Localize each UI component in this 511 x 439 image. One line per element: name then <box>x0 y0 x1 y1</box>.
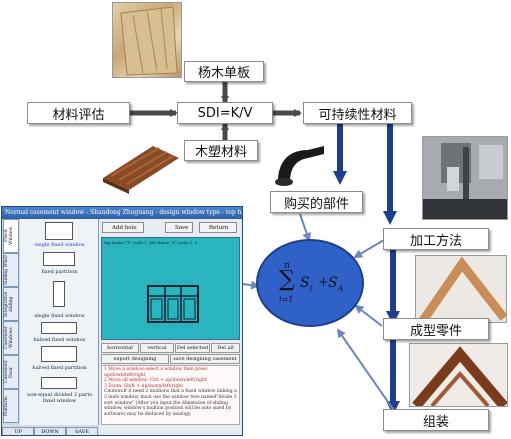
node-sdi: SDI=K/V <box>177 102 273 124</box>
veneer-photo <box>112 2 182 78</box>
save-list-button[interactable]: SAVE <box>66 427 98 435</box>
arrow-jiagong-to-ellipse <box>353 239 385 259</box>
tab-sliding[interactable]: Sliding W&D <box>3 253 19 287</box>
window-thumb[interactable] <box>41 346 77 362</box>
list-item[interactable]: single fixed window <box>34 242 85 248</box>
wpc-decking-photo <box>99 142 181 194</box>
tab-fixed-window[interactable]: Fixed Window <box>3 219 19 253</box>
sum-lower: i=1 <box>279 295 294 304</box>
tab-casement-door[interactable]: Casement Door <box>3 355 19 389</box>
arrow-chengxing-to-ellipse <box>354 304 383 327</box>
save-designing-casement-button[interactable]: save designing casement <box>170 354 240 364</box>
export-designing-casement-button[interactable]: export designing casement <box>101 354 169 371</box>
arrow-software-to-ellipse <box>242 280 260 290</box>
tab-integrative-sliding[interactable]: Integrative sliding <box>3 287 19 321</box>
formula-term-i: Si <box>300 275 313 293</box>
list-item[interactable]: non-equal divided 2 parts fixed window <box>27 392 92 404</box>
window-type-panel: Fixed Window Sliding W&D Integrative sli… <box>2 219 99 425</box>
node-goumai: 购买的部件 <box>270 191 363 213</box>
down-button[interactable]: DOWN <box>34 427 66 435</box>
window-type-list: single fixed window fixed partition sing… <box>21 219 98 425</box>
assembled-frame-photo <box>409 343 508 407</box>
window-thumb[interactable] <box>43 252 75 266</box>
machine-photo <box>422 136 508 220</box>
canvas-header: top frame "T" scale 1, left frame "T" sc… <box>104 240 197 245</box>
add-hole-button[interactable]: Add hole <box>102 222 144 233</box>
sum-upper: n <box>284 261 290 271</box>
list-item[interactable]: fixed partition <box>41 269 78 275</box>
window-design-software: Normal casement window - Shandong Zhugua… <box>1 206 243 436</box>
formed-part-photo <box>415 255 507 323</box>
node-jiagong: 加工方法 <box>383 228 489 250</box>
window-thumb[interactable] <box>41 377 77 389</box>
arrow-goumai-to-ellipse <box>299 213 311 242</box>
window-thumb[interactable] <box>53 281 65 307</box>
horizontal-zoom-button[interactable]: horizontal zoom <box>101 343 139 360</box>
list-item[interactable]: halved fixed window <box>33 337 86 343</box>
software-title: Normal casement window - Shandong Zhugua… <box>2 207 242 219</box>
formula-ellipse: n ∑ i=1 Si + SA <box>256 239 364 327</box>
design-panel: Add hole Save Return top frame "T" scale… <box>99 219 242 435</box>
window-thumb[interactable] <box>41 322 77 334</box>
node-chengxing: 成型零件 <box>383 318 489 340</box>
list-item[interactable]: single fixed window <box>34 313 85 319</box>
formula-term-a: SA <box>328 275 344 293</box>
up-button[interactable]: UP <box>2 427 34 435</box>
window-thumb[interactable] <box>45 222 73 240</box>
formula-plus: + <box>318 275 329 290</box>
instruction-text: 1 Move a window:select a window then pre… <box>101 365 240 425</box>
tab-platform[interactable]: Platform <box>3 389 19 423</box>
save-button[interactable]: Save <box>165 222 193 233</box>
node-cailiao-pinggu: 材料评估 <box>27 102 130 124</box>
tab-casement-windows[interactable]: Casement Windows <box>3 321 19 355</box>
node-zuzhuang: 组装 <box>383 409 489 431</box>
node-musu: 木塑材料 <box>184 140 258 161</box>
del-selected-button[interactable]: Del selected <box>175 343 210 353</box>
arrow-zuzhuang-to-ellipse <box>336 328 396 413</box>
vertical-zoom-button[interactable]: vertical zoom <box>140 343 174 360</box>
category-tabs: Fixed Window Sliding W&D Integrative sli… <box>2 219 20 425</box>
window-drawing <box>147 285 199 323</box>
node-yangmu: 杨木单板 <box>184 61 264 82</box>
del-all-button[interactable]: Del all <box>211 343 240 353</box>
node-kechixu: 可持续性材料 <box>303 102 412 124</box>
list-item[interactable]: halved fixed partition <box>32 365 87 371</box>
design-canvas[interactable]: top frame "T" scale 1, left frame "T" sc… <box>101 237 240 340</box>
handle-photo <box>268 140 328 188</box>
sum-sign: ∑ <box>279 267 295 292</box>
return-button[interactable]: Return <box>199 222 237 233</box>
